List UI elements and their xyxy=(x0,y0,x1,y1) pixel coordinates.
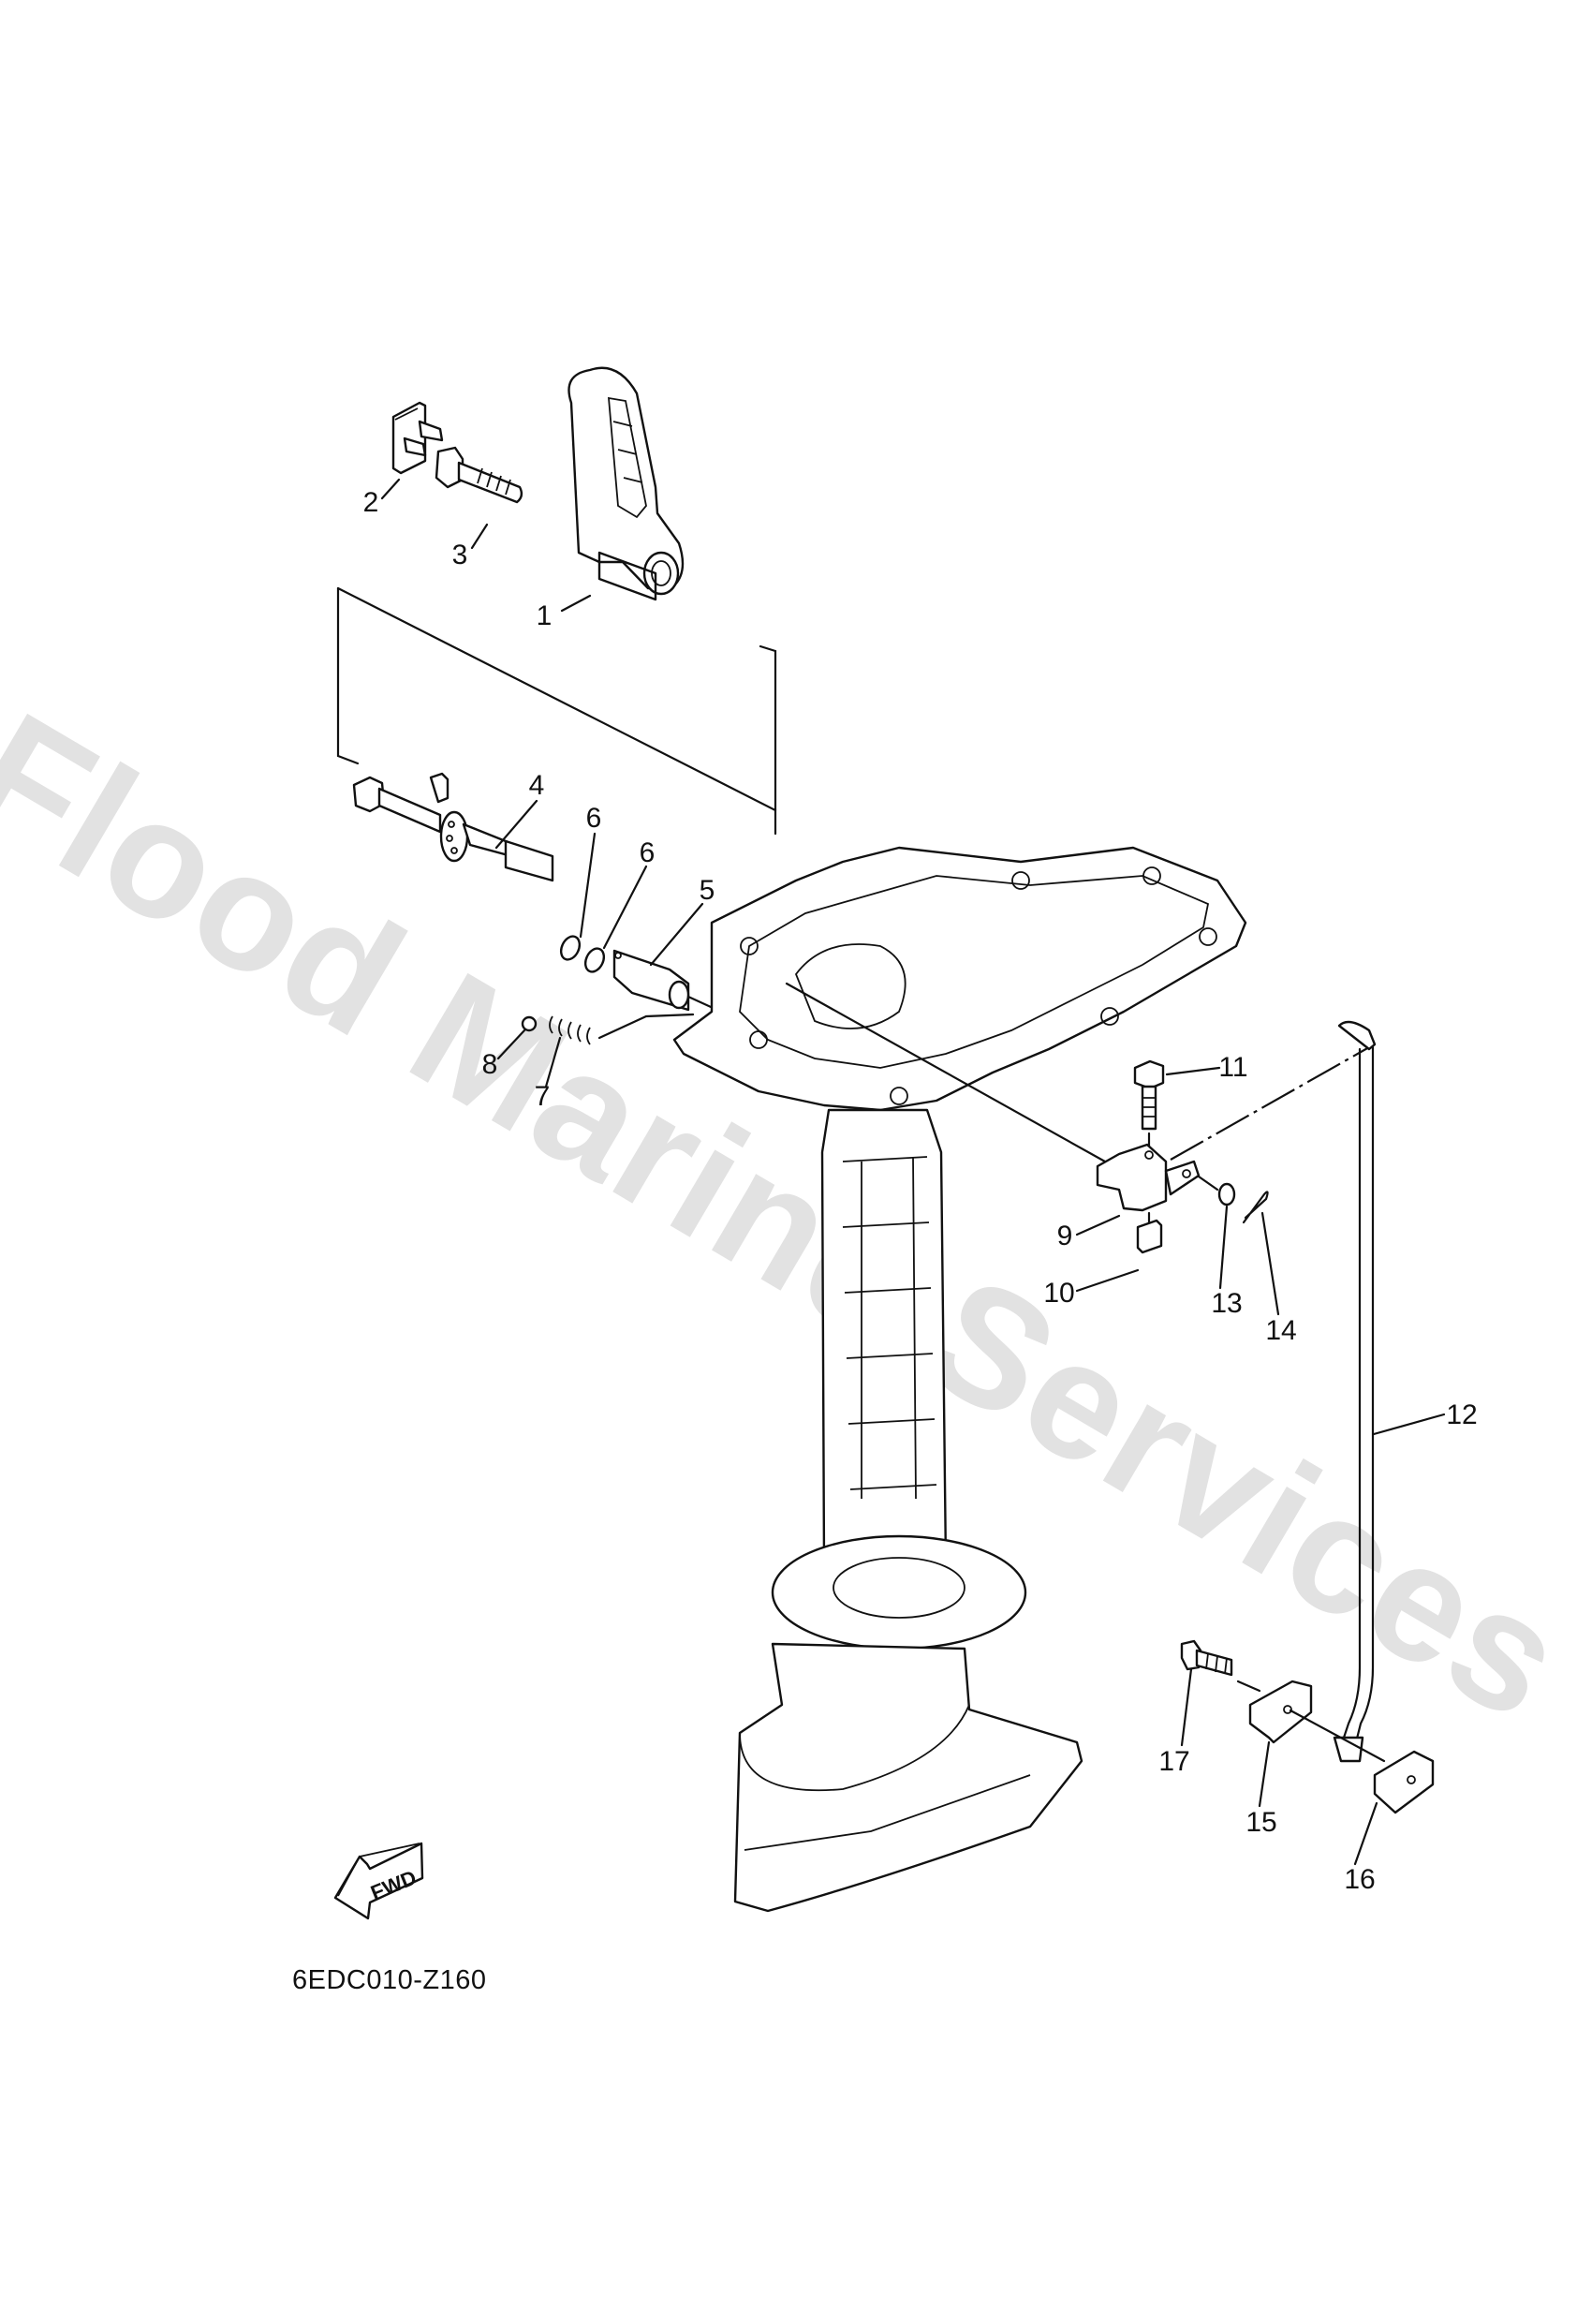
callout-13: 13 xyxy=(1211,1288,1243,1319)
part-5-sleeve-icon xyxy=(612,949,690,1012)
callout-5: 5 xyxy=(699,875,715,906)
callout-6a: 6 xyxy=(585,803,602,834)
part-14-cotter-pin-icon xyxy=(1242,1191,1269,1224)
callout-17: 17 xyxy=(1158,1746,1190,1777)
fwd-arrow-icon: FWD xyxy=(333,1842,424,1920)
callout-12: 12 xyxy=(1446,1399,1478,1430)
part-16-block-icon xyxy=(1373,1750,1435,1814)
callout-8: 8 xyxy=(481,1049,498,1080)
part-11-bolt-icon xyxy=(1133,1059,1165,1131)
diagram-code: 6EDC010-Z160 xyxy=(292,1965,487,1995)
part-17-bolt-icon xyxy=(1180,1639,1233,1677)
callout-11: 11 xyxy=(1218,1052,1248,1083)
drive-shaft-housing-icon xyxy=(820,1108,948,1566)
part-7-spring-icon xyxy=(549,1015,591,1045)
part-15-bracket-icon xyxy=(1248,1680,1313,1744)
part-13-washer-icon xyxy=(1217,1182,1236,1206)
part-10-rubber-block-icon xyxy=(1136,1219,1163,1254)
leader-lines xyxy=(380,478,1446,1866)
part-3-bolt-icon xyxy=(435,446,523,504)
part-6-o-ring-b-icon xyxy=(583,947,606,973)
callout-14: 14 xyxy=(1265,1315,1297,1346)
part-1-tiller-handle-icon xyxy=(567,366,685,601)
callout-16: 16 xyxy=(1344,1864,1376,1895)
part-4-shift-shaft-icon xyxy=(352,772,554,882)
callout-10: 10 xyxy=(1043,1278,1075,1309)
callout-1: 1 xyxy=(536,600,553,631)
part-8-ball-icon xyxy=(521,1015,538,1032)
callout-15: 15 xyxy=(1245,1807,1277,1838)
part-2-clip-icon xyxy=(391,401,444,475)
callout-9: 9 xyxy=(1056,1221,1073,1251)
callout-7: 7 xyxy=(534,1081,551,1112)
upper-casing-icon xyxy=(672,846,1247,1112)
lower-casing-icon xyxy=(733,1534,1083,1913)
part-9-bracket-icon xyxy=(1096,1143,1201,1212)
callout-4: 4 xyxy=(528,770,545,801)
part-12-control-rod-icon xyxy=(1333,1020,1377,1763)
callout-2: 2 xyxy=(362,487,379,518)
callout-3: 3 xyxy=(451,540,468,570)
part-6-o-ring-a-icon xyxy=(559,935,582,961)
callout-6b: 6 xyxy=(639,837,656,868)
